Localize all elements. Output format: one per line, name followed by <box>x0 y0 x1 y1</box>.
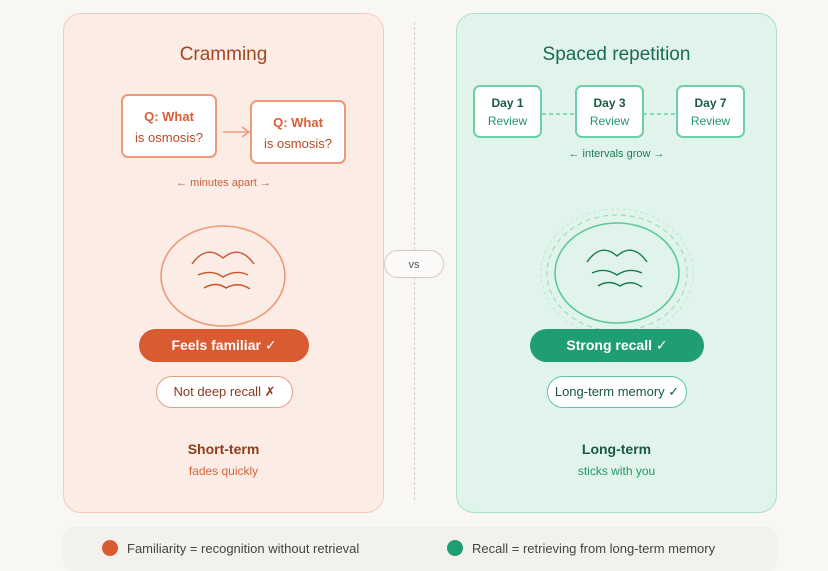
orange-dot-icon <box>102 540 118 556</box>
legend: Familiarity = recognition without retrie… <box>63 527 777 571</box>
cramming-panel: Cramming Q: What is osmosis? Q: What is … <box>63 13 384 513</box>
fades-quickly-label: fades quickly <box>188 464 259 478</box>
review-card-day3: Day 3 Review <box>575 85 644 138</box>
intervals-grow-caption: ← intervals grow → <box>568 148 665 160</box>
green-dot-icon <box>447 540 463 556</box>
brain-icon <box>160 225 286 327</box>
cramming-title: Cramming <box>179 44 268 65</box>
legend-item-recall: Recall = retrieving from long-term memor… <box>447 540 715 556</box>
arrow-right-icon <box>223 126 251 138</box>
question-card-2: Q: What is osmosis? <box>250 100 346 164</box>
legend-label: Recall = retrieving from long-term memor… <box>472 540 716 556</box>
review-day-label: Day 3 <box>593 96 626 110</box>
short-term-label: Short-term <box>187 441 260 457</box>
legend-label: Familiarity = recognition without retrie… <box>127 540 360 556</box>
vs-badge: vs <box>384 250 444 278</box>
sticks-with-you-label: sticks with you <box>577 464 656 478</box>
question-card-line1: Q: What <box>144 109 194 124</box>
review-label: Review <box>690 114 731 128</box>
review-label: Review <box>589 114 630 128</box>
timeline-connector <box>542 113 677 115</box>
review-card-day7: Day 7 Review <box>676 85 745 138</box>
long-term-memory-badge: Long-term memory ✓ <box>547 376 687 408</box>
question-card-line2: is osmosis? <box>264 136 332 151</box>
question-card-line2: is osmosis? <box>135 130 203 145</box>
strong-recall-badge: Strong recall ✓ <box>530 329 704 362</box>
brain-icon <box>540 208 694 338</box>
question-card-line1: Q: What <box>273 115 323 130</box>
minutes-apart-caption: ← minutes apart → <box>176 177 271 189</box>
question-card-1: Q: What is osmosis? <box>121 94 217 158</box>
review-label: Review <box>487 114 528 128</box>
spaced-repetition-title: Spaced repetition <box>542 44 691 65</box>
feels-familiar-badge: Feels familiar ✓ <box>139 329 309 362</box>
spaced-repetition-panel: Spaced repetition Day 1 Review Day 3 Rev… <box>456 13 777 513</box>
review-day-label: Day 7 <box>694 96 727 110</box>
long-term-label: Long-term <box>581 441 652 457</box>
review-day-label: Day 1 <box>491 96 524 110</box>
legend-item-familiarity: Familiarity = recognition without retrie… <box>102 540 359 556</box>
review-card-day1: Day 1 Review <box>473 85 542 138</box>
not-deep-recall-badge: Not deep recall ✗ <box>156 376 293 408</box>
